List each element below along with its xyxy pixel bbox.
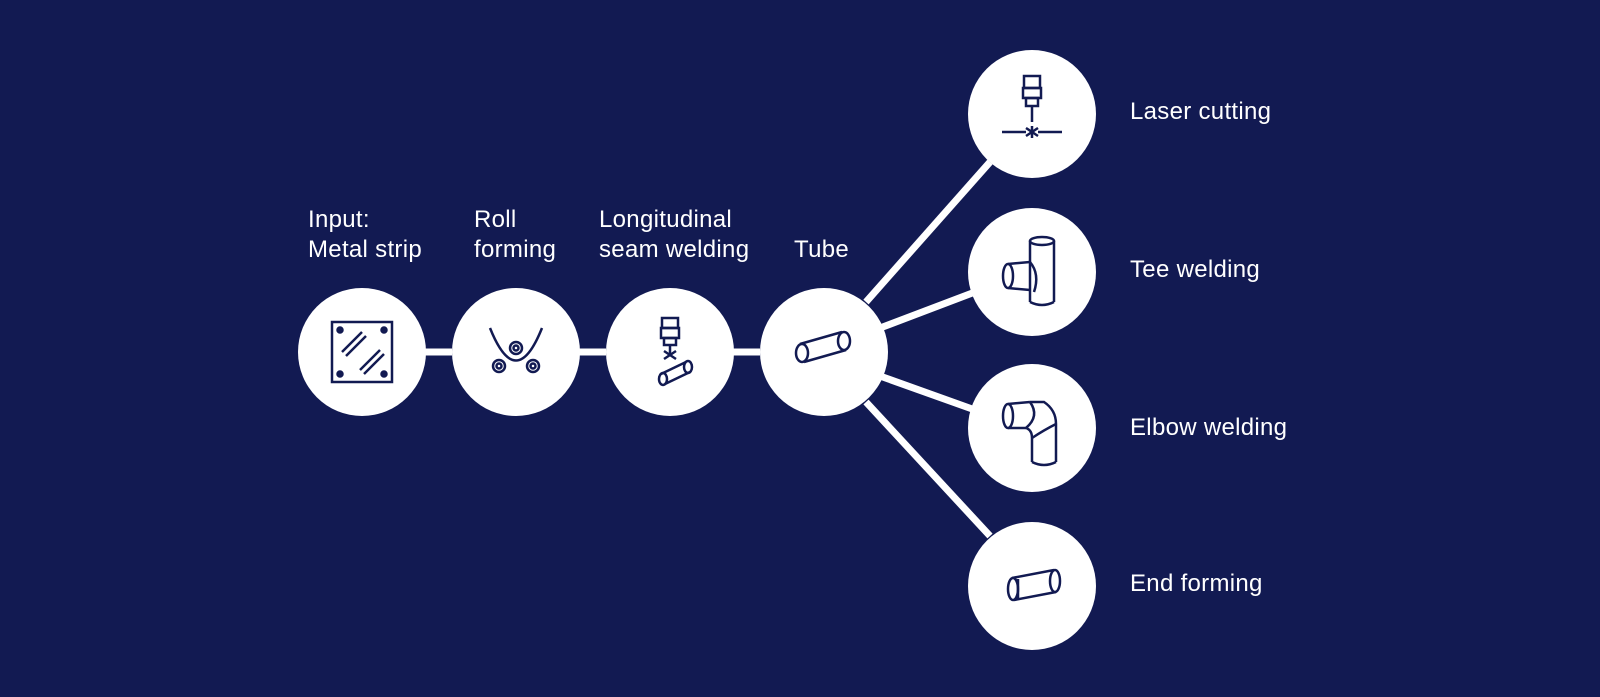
tube-icon: [794, 330, 852, 364]
label-roll-forming: Roll forming: [474, 205, 556, 265]
label-seam-welding-line1: Longitudinal: [599, 206, 733, 233]
metal-strip-icon: [330, 320, 394, 384]
label-tube: Tube: [794, 235, 849, 265]
seam-welding-icon: [657, 316, 694, 387]
label-seam-welding: Longitudinal seam welding: [599, 205, 749, 265]
roll-forming-icon: [488, 327, 544, 374]
node-tube: [760, 288, 888, 416]
laser-cutting-icon: [1002, 74, 1062, 138]
node-laser-cutting: [968, 50, 1096, 178]
label-seam-welding-line2: seam welding: [599, 236, 750, 263]
node-seam-welding: [606, 288, 734, 416]
connector-tube-laser: [863, 159, 993, 305]
node-end-forming: [968, 522, 1096, 650]
node-input: [298, 288, 426, 416]
label-laser-cutting: Laser cutting: [1130, 98, 1272, 125]
label-elbow-welding: Elbow welding: [1130, 414, 1288, 441]
label-tube-line1: Tube: [794, 236, 850, 263]
tee-welding-icon: [1001, 235, 1056, 307]
label-input-line2: Metal strip: [308, 236, 422, 263]
elbow-welding-icon: [1001, 400, 1058, 467]
node-elbow-welding: [968, 364, 1096, 492]
node-roll-forming: [452, 288, 580, 416]
label-input: Input: Metal strip: [308, 205, 422, 265]
end-forming-icon: [1006, 568, 1062, 602]
label-input-line1: Input:: [308, 206, 370, 233]
label-end-forming: End forming: [1130, 570, 1263, 597]
connector-tube-end: [863, 399, 993, 539]
label-roll-forming-line2: forming: [474, 236, 557, 263]
label-roll-forming-line1: Roll: [474, 206, 517, 233]
connector-tube-tee: [878, 288, 977, 332]
connector-tube-elbow: [878, 372, 977, 414]
node-tee-welding: [968, 208, 1096, 336]
label-tee-welding: Tee welding: [1130, 256, 1261, 283]
